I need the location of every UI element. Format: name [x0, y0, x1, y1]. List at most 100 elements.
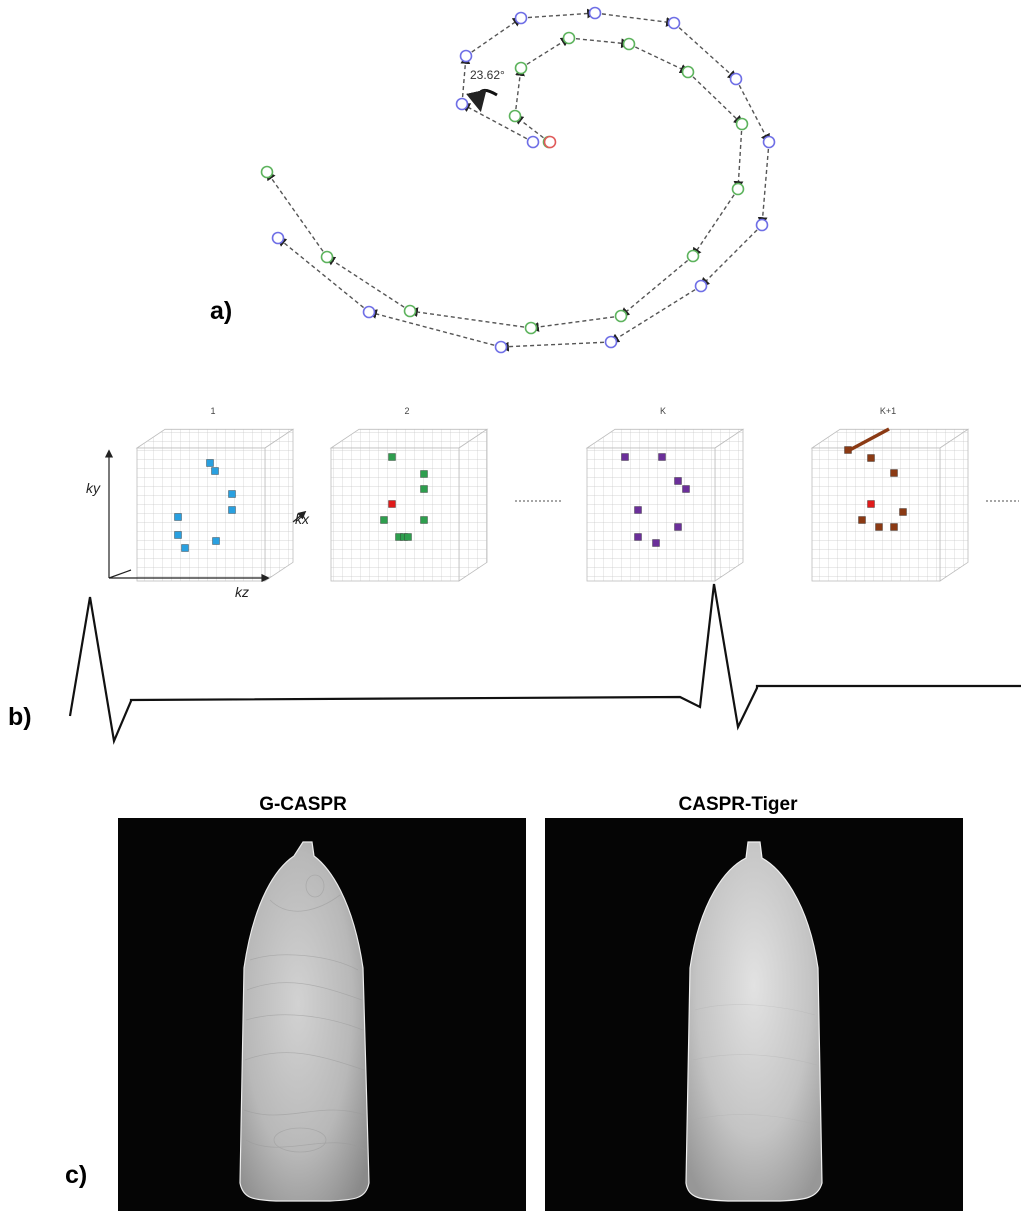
trajectory-segment	[628, 43, 690, 74]
green-sample-point	[320, 250, 334, 264]
blue-sample-point	[526, 135, 540, 149]
trajectory-segment	[499, 341, 612, 352]
cube-front-face	[136, 447, 266, 582]
bottle-phantom	[685, 841, 823, 1202]
sample-marker	[858, 516, 866, 524]
bottle-phantom	[239, 841, 370, 1202]
green-sample-point	[403, 304, 417, 318]
trajectory-segment	[408, 307, 532, 329]
reconstruction-images: G-CASPR CASPR-Tiger	[65, 794, 963, 1211]
blue-sample-point	[729, 72, 743, 86]
spiral-trajectory: 23.62° a)	[210, 6, 776, 354]
green-sample-point	[562, 31, 576, 45]
trajectory-segment	[699, 224, 763, 288]
sample-marker	[420, 470, 428, 478]
sample-marker	[404, 533, 412, 541]
streak-artifacts	[243, 874, 367, 1153]
blue-sample-point	[588, 6, 602, 20]
sample-marker	[388, 453, 396, 461]
cube-side-face	[264, 428, 294, 582]
blue-sample-point	[459, 49, 473, 63]
trajectory-segment	[529, 315, 622, 332]
green-sample-point	[735, 117, 749, 131]
sample-marker	[206, 459, 214, 467]
image-title-g-caspr: G-CASPR	[259, 794, 347, 815]
kspace-cube: 2	[329, 406, 489, 582]
cube-front-face	[586, 447, 716, 582]
trajectory-segment	[735, 78, 770, 144]
sample-marker	[420, 485, 428, 493]
trajectory-segment	[619, 255, 694, 318]
green-sample-point	[508, 109, 522, 123]
panel-c-label: c)	[65, 1161, 87, 1189]
sample-marker	[682, 485, 690, 493]
sample-marker	[228, 490, 236, 498]
sample-marker	[899, 508, 907, 516]
cube-row: 1 2 K K+1	[135, 406, 970, 582]
sample-marker	[380, 516, 388, 524]
trajectory-segment	[460, 103, 534, 143]
kspace-cube: K+1	[810, 406, 970, 582]
trajectory-segment	[276, 236, 370, 313]
green-sample-point	[514, 61, 528, 75]
trajectory-segment	[757, 141, 770, 227]
angle-arrow	[466, 88, 498, 113]
blue-sample-point	[694, 279, 708, 293]
trajectory-segment	[594, 12, 676, 27]
cube-side-face	[714, 428, 744, 582]
cube-front-face	[811, 447, 941, 582]
blue-sample-point	[762, 135, 776, 149]
sample-marker	[652, 539, 660, 547]
sample-marker	[174, 531, 182, 539]
cube-front-face	[330, 447, 460, 582]
center-marker	[388, 500, 396, 508]
trajectory-segment	[609, 285, 702, 344]
kx-axis-base	[108, 569, 132, 579]
trajectory-segment	[568, 37, 631, 49]
trajectory-segment	[325, 255, 411, 312]
cube-title: K+1	[880, 406, 896, 416]
sample-marker	[174, 513, 182, 521]
sample-marker	[212, 537, 220, 545]
blue-sample-point	[514, 11, 528, 25]
blue-sample-point	[271, 231, 285, 245]
sample-marker	[211, 467, 219, 475]
trajectory-segment	[691, 188, 739, 258]
ky-axis-label: ky	[86, 480, 101, 496]
sample-marker	[890, 523, 898, 531]
blue-sample-point	[667, 16, 681, 30]
trajectory-segment	[513, 114, 550, 143]
sample-marker	[890, 469, 898, 477]
kx-axis	[292, 510, 307, 523]
sample-marker	[867, 454, 875, 462]
image-title-caspr-tiger: CASPR-Tiger	[679, 794, 799, 815]
cube-side-face	[939, 428, 969, 582]
cube-title: 2	[404, 406, 409, 416]
caspr-tiger-image	[545, 818, 963, 1211]
blue-sample-point	[362, 305, 376, 319]
green-sample-point	[686, 249, 700, 263]
blue-sample-point	[604, 335, 618, 349]
sample-marker	[875, 523, 883, 531]
blue-sample-point	[455, 97, 469, 111]
kspace-cube: K	[585, 406, 745, 582]
green-sample-point	[681, 65, 695, 79]
trajectory-segment	[265, 170, 328, 258]
green-sample-point	[731, 182, 745, 196]
sample-marker	[658, 453, 666, 461]
cube-title: 1	[210, 406, 215, 416]
green-sample-point	[614, 309, 628, 323]
cube-side-face	[458, 428, 488, 582]
trajectory-segment	[520, 8, 597, 19]
sample-marker	[674, 477, 682, 485]
cube-title: K	[660, 406, 666, 416]
kx-axis-label: kx	[295, 511, 310, 527]
trajectory-segment	[514, 66, 525, 117]
sample-marker	[674, 523, 682, 531]
sample-marker	[228, 506, 236, 514]
kspace-cube: 1	[135, 406, 295, 582]
green-sample-point	[260, 165, 274, 179]
trajectory-segment	[733, 123, 744, 191]
